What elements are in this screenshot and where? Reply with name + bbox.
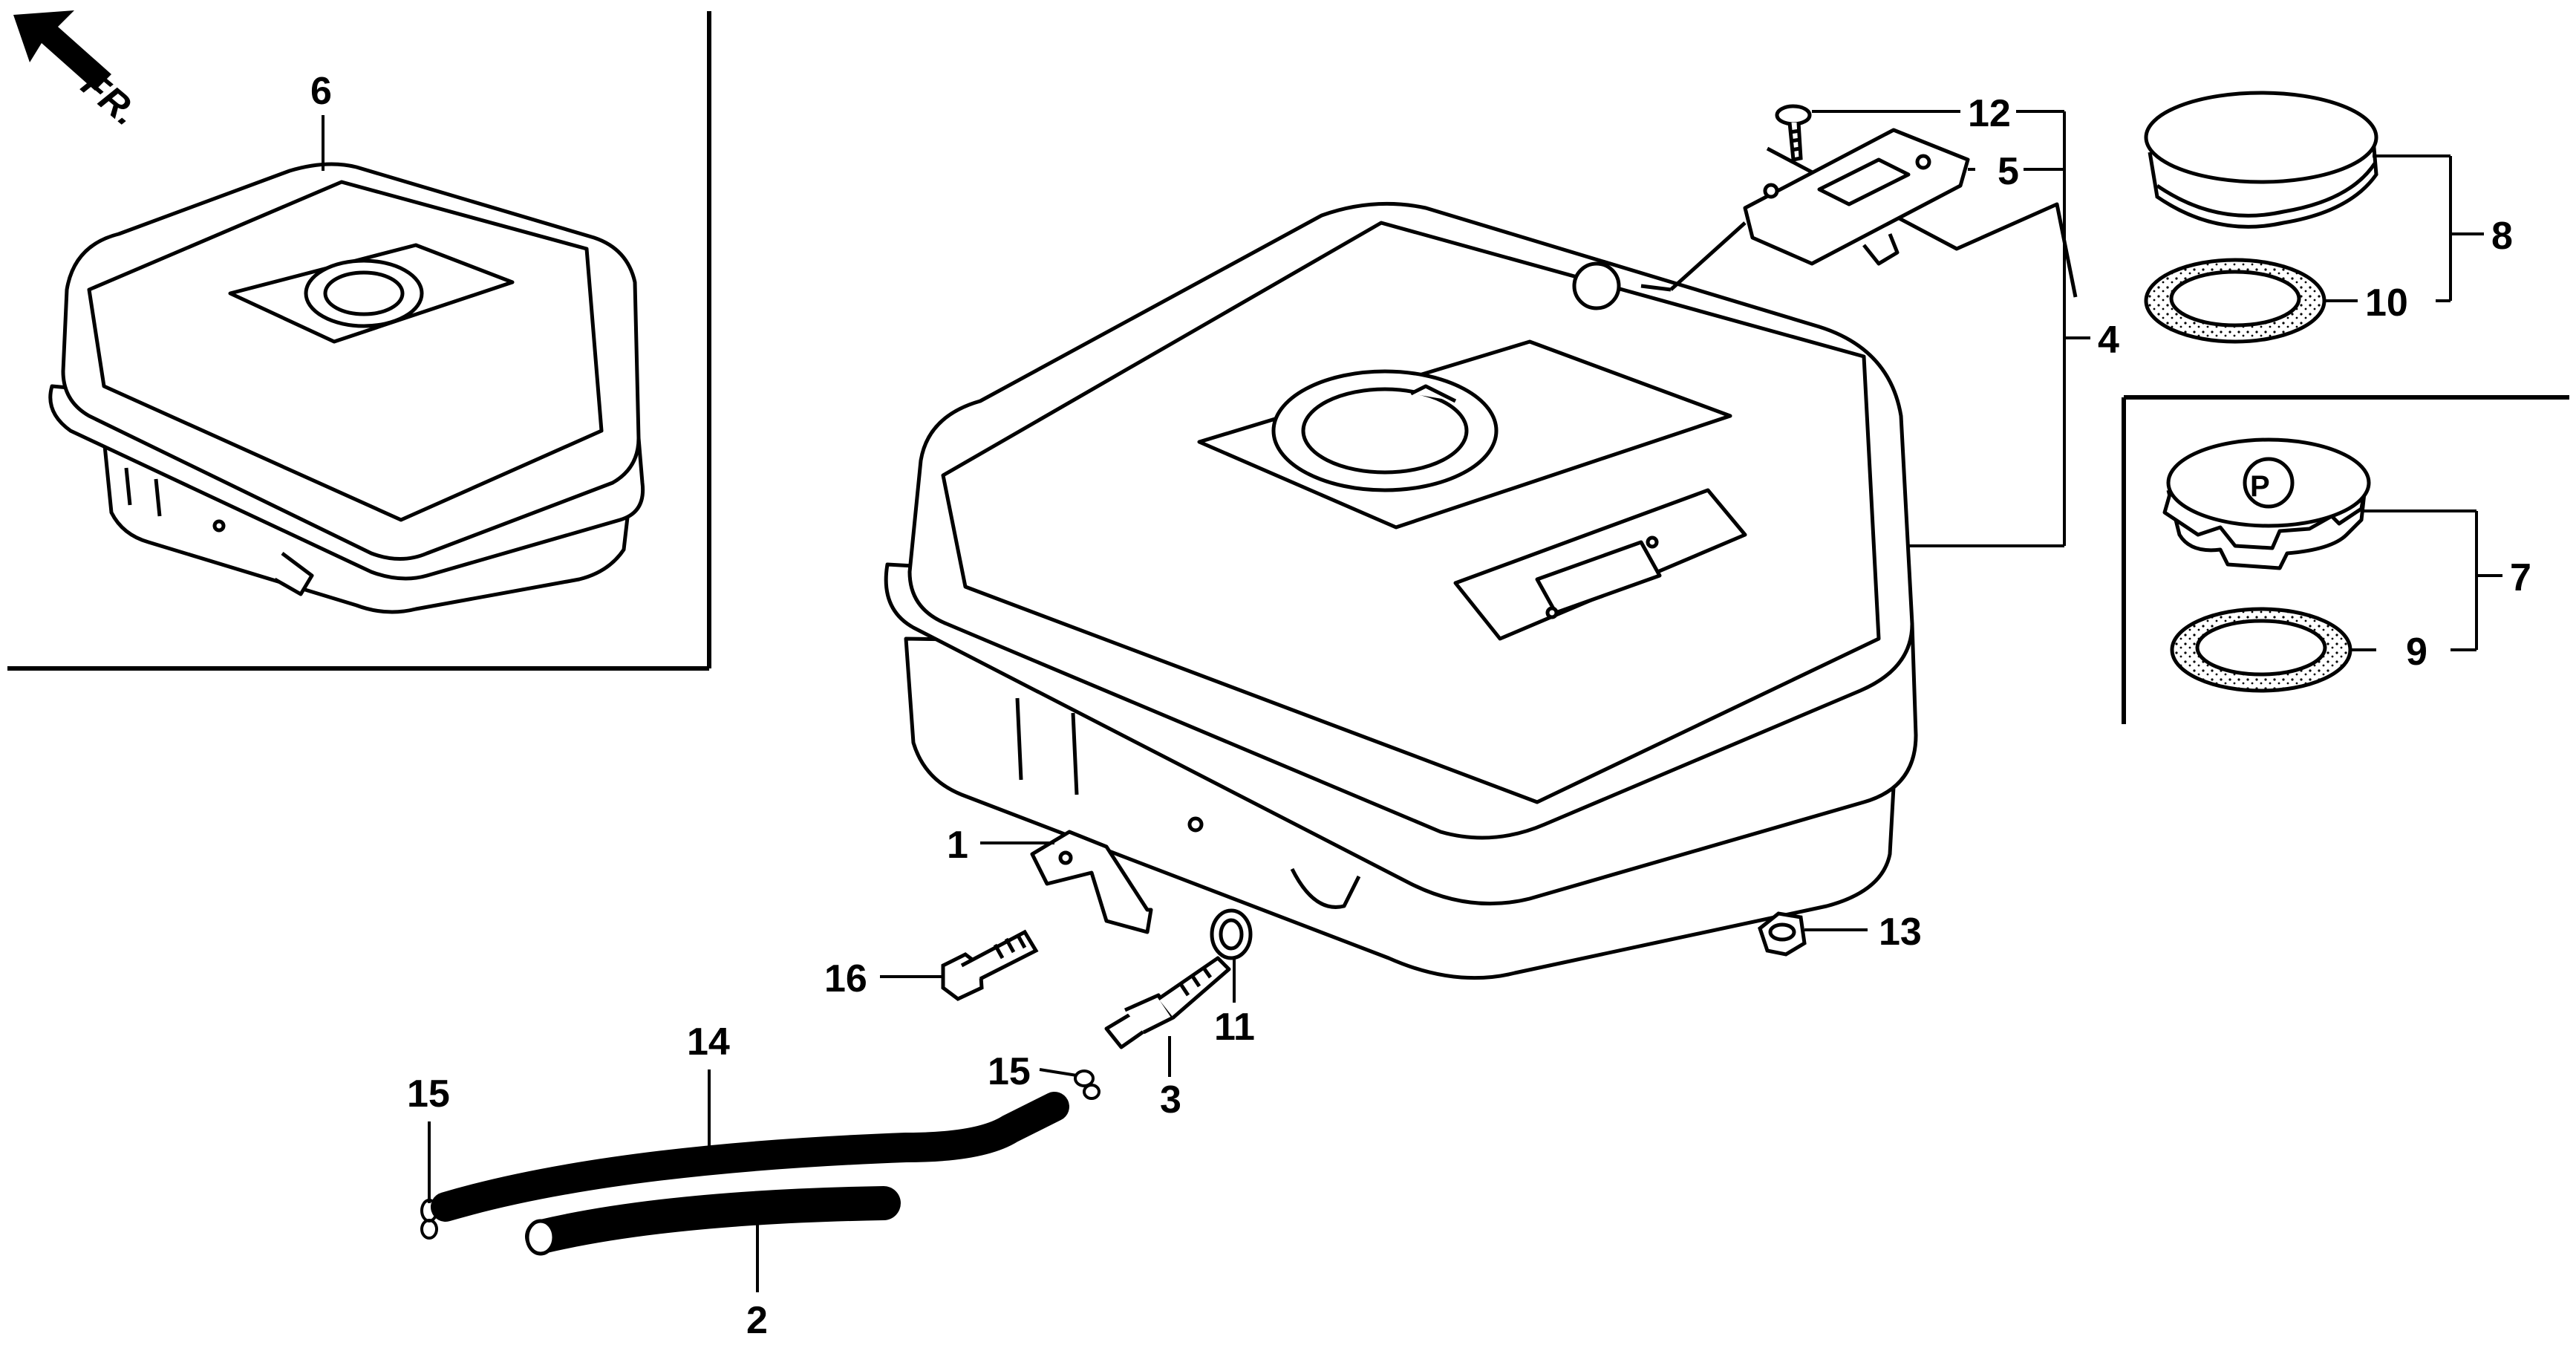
callout-7: 7 (2510, 556, 2531, 599)
callout-10: 10 (2365, 281, 2408, 325)
callout-14: 14 (687, 1020, 730, 1064)
fuel-tube-14 (431, 1092, 1069, 1222)
callout-13: 13 (1879, 911, 1922, 954)
fuel-cap-gasket-10 (2144, 258, 2326, 344)
inset-frame-tank-6 (7, 11, 711, 671)
tube-clip-15a (420, 1199, 438, 1240)
callout-9: 9 (2406, 631, 2427, 674)
leader-lines (428, 110, 2502, 1292)
washer-11 (1210, 908, 1253, 960)
inset-frame-cap-7 (2122, 395, 2569, 724)
callout-15-tube: 15 (407, 1072, 450, 1116)
fuel-cap-gasket-9 (2170, 607, 2352, 693)
fuel-gauge-5 (1572, 128, 2078, 310)
drain-bolt-13 (1758, 911, 1807, 957)
callout-6: 6 (310, 70, 332, 113)
fuel-cap-8 (2144, 91, 2378, 229)
callout-1: 1 (947, 824, 968, 867)
flange-bolt-16 (941, 929, 1039, 1001)
fuel-cap-7: P (2162, 437, 2371, 570)
callout-4: 4 (2098, 319, 2119, 362)
tube-clip-15b (1074, 1069, 1100, 1100)
callout-3: 3 (1160, 1078, 1181, 1121)
screw-12 (1775, 104, 1812, 162)
callout-15-joint: 15 (988, 1050, 1031, 1093)
callout-12: 12 (1968, 92, 2011, 135)
callout-11: 11 (1214, 1006, 1255, 1049)
front-direction-arrow-icon (13, 10, 111, 91)
callout-5: 5 (1998, 150, 2019, 193)
callout-8: 8 (2491, 215, 2513, 258)
callout-16: 16 (824, 957, 867, 1000)
small-fuel-tank-6 (48, 162, 645, 614)
callout-2: 2 (746, 1299, 768, 1342)
fuel-tank-main (884, 201, 1918, 980)
fuel-joint-3 (1104, 956, 1231, 1049)
tank-bracket-1 (1030, 830, 1153, 934)
svg-text:P: P (2250, 470, 2270, 503)
fuel-tube-2 (525, 1186, 901, 1256)
